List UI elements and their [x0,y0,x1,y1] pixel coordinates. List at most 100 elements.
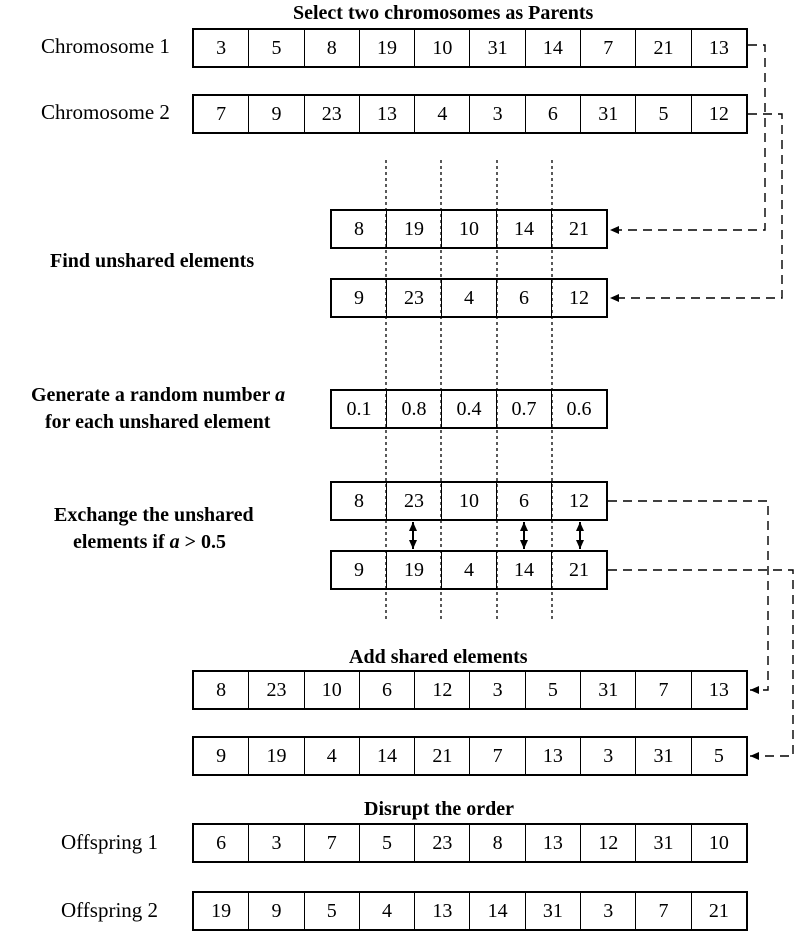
gene-cell: 0.6 [551,391,606,427]
gene-cell: 10 [441,483,496,519]
gene-cell: 3 [469,672,524,708]
gene-cell: 7 [635,893,690,929]
gene-cell: 12 [551,483,606,519]
title-disrupt-order: Disrupt the order [364,798,514,820]
gene-cell: 3 [248,825,303,861]
gene-cell: 0.8 [386,391,441,427]
gene-cell: 12 [551,280,606,316]
gene-cell: 9 [248,96,303,132]
gene-cell: 4 [358,893,414,929]
title-add-shared: Add shared elements [349,646,528,668]
gene-cell: 5 [248,30,303,66]
gene-cell: 3 [216,37,227,59]
gene-cell: 6 [216,832,227,854]
gene-cell: 8 [354,218,364,240]
gene-cell: 0.1 [346,398,372,420]
gene-cell: 13 [524,738,580,774]
exchange-line2-pre: elements if [73,531,170,553]
gene-cell: 9 [248,893,303,929]
dashed-connector-exchanged1-to-added1 [608,500,769,694]
gene-cell: 7 [303,825,359,861]
gene-cell: 21 [551,211,606,247]
gene-cell: 3 [580,893,635,929]
gene-cell: 5 [358,825,414,861]
gene-cell: 7 [635,672,690,708]
gene-cell: 6 [524,96,580,132]
gene-cell: 23 [414,825,469,861]
gene-cell: 10 [414,30,469,66]
gene-cell: 19 [386,552,441,588]
gene-cell: 19 [358,30,414,66]
dashed-connector-chromosome1-to-unshared1 [610,44,766,234]
gene-cell: 4 [414,96,469,132]
gene-cell: 13 [524,825,580,861]
random-variable: a [275,384,286,406]
gene-cell: 23 [303,96,359,132]
gene-cell: 9 [354,287,364,309]
gene-cell: 7 [469,738,524,774]
gene-cell: 13 [690,30,746,66]
gene-cell: 14 [496,552,551,588]
gene-cell: 10 [303,672,359,708]
gene-cell: 14 [469,893,524,929]
gene-cell: 4 [441,552,496,588]
gene-cell: 14 [358,738,414,774]
gene-cell: 0.7 [496,391,551,427]
gene-cell: 6 [496,483,551,519]
gene-cell: 21 [690,893,746,929]
gene-cell: 10 [441,211,496,247]
gene-cell: 23 [248,672,303,708]
gene-cell: 12 [690,96,746,132]
gene-cell: 5 [303,893,359,929]
gene-cell: 8 [216,679,227,701]
title-generate-random-line1: Generate a random number a [31,382,285,408]
label-offspring-1: Offspring 1 [61,830,159,854]
gene-cell: 3 [580,738,635,774]
gene-cell: 23 [386,483,441,519]
gene-cell: 4 [441,280,496,316]
gene-cell: 31 [580,96,635,132]
gene-cell: 7 [580,30,635,66]
label-chromosome-2: Chromosome 2 [41,100,170,124]
gene-cell: 12 [580,825,635,861]
gene-cell: 21 [414,738,469,774]
gene-cell: 19 [386,211,441,247]
title-find-unshared: Find unshared elements [50,250,255,272]
gene-cell: 9 [216,745,227,767]
gene-cell: 13 [690,672,746,708]
gene-cell: 6 [358,672,414,708]
gene-cell: 3 [469,96,524,132]
random-line1-text: Generate a random number [31,384,276,406]
gene-cell: 6 [496,280,551,316]
gene-cell: 8 [469,825,524,861]
label-chromosome-1: Chromosome 1 [41,34,170,58]
exchange-line2-post: > 0.5 [179,531,227,553]
dashed-connector-exchanged2-to-added2 [608,569,794,760]
gene-cell: 31 [635,825,690,861]
title-exchange-line2: elements if a > 0.5 [73,529,226,555]
gene-cell: 5 [635,96,690,132]
title-select-parents: Select two chromosomes as Parents [293,2,594,24]
gene-cell: 31 [635,738,690,774]
gene-cell: 5 [690,738,746,774]
gene-cell: 9 [354,559,364,581]
gene-cell: 13 [414,893,469,929]
gene-cell: 7 [216,103,227,125]
gene-cell: 23 [386,280,441,316]
title-exchange-line1: Exchange the unshared [54,504,254,526]
gene-cell: 31 [580,672,635,708]
gene-cell: 14 [496,211,551,247]
gene-cell: 4 [303,738,359,774]
exchange-variable: a [169,531,180,553]
